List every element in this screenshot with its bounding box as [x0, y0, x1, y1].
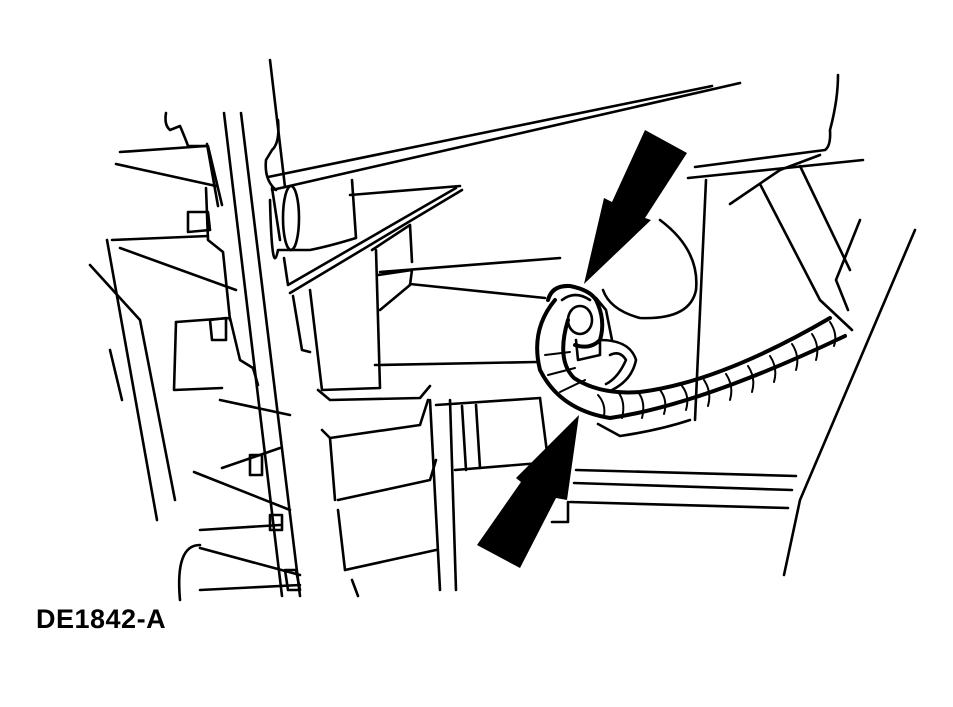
- left-pillar: [88, 111, 302, 602]
- upper-housing-lines: [264, 58, 865, 242]
- center-bracket: [268, 178, 562, 598]
- upper-pointer-arrow: [584, 130, 687, 284]
- right-housing: [550, 164, 917, 577]
- lower-pointer-arrow: [477, 415, 579, 568]
- figure-id-label: DE1842-A: [36, 604, 167, 634]
- wiring-harness: [535, 298, 847, 420]
- connector: [546, 283, 638, 392]
